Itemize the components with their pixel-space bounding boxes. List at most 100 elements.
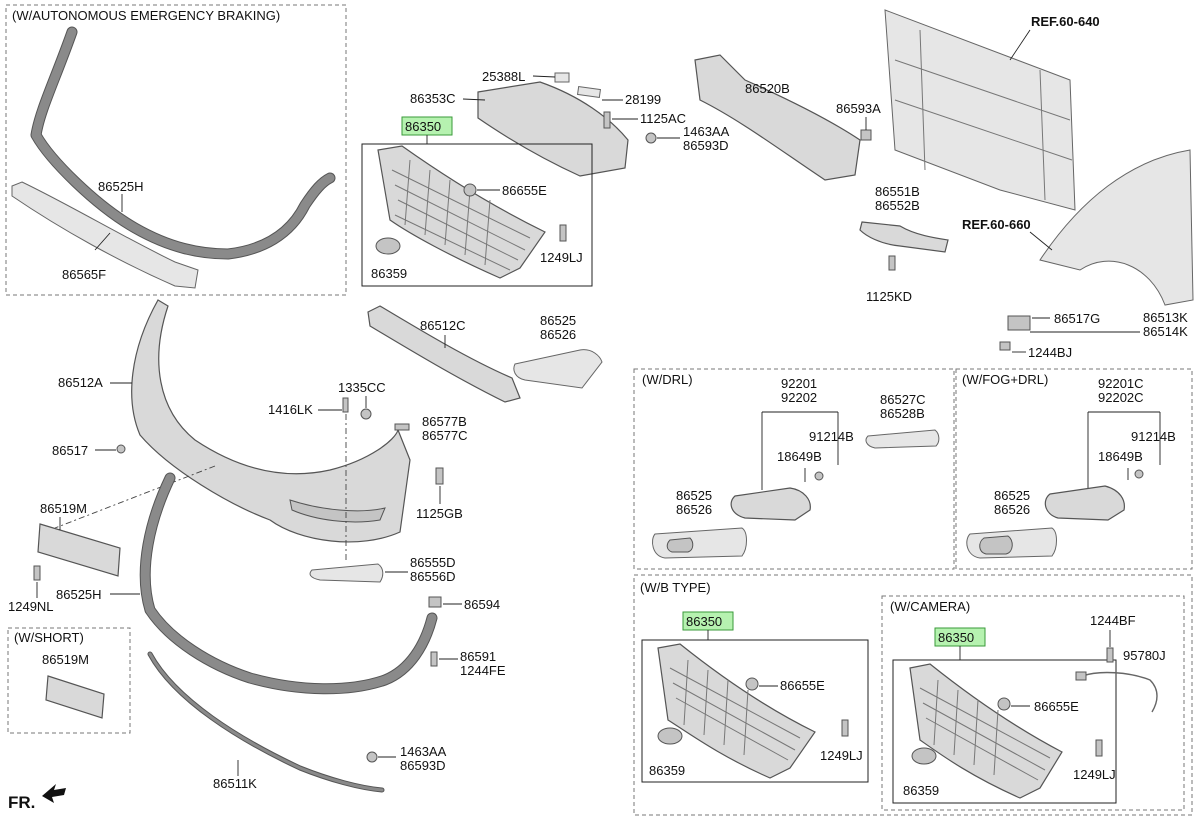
screw-86591-part: [430, 651, 438, 667]
label-86525H-bottom: 86525H: [56, 587, 102, 602]
aeb-section-frame: [5, 4, 347, 296]
camera-section-title: (W/CAMERA): [890, 599, 970, 614]
label-drl-92202: 92202: [781, 390, 817, 405]
camera-screw-1244BF-part: [1106, 647, 1114, 663]
label-1463AA-bottom: 1463AA: [400, 744, 447, 759]
label-86512C: 86512C: [420, 318, 466, 333]
label-86519M: 86519M: [40, 501, 87, 516]
label-cam-86350: 86350: [938, 630, 974, 645]
aeb-section-title: (W/AUTONOMOUS EMERGENCY BRAKING): [12, 8, 280, 23]
drl-lamp-92201-part: [730, 487, 811, 521]
grille-main-part: [377, 145, 546, 279]
label-86359-main: 86359: [371, 266, 407, 281]
fender-ref-60-660-part: [1039, 149, 1194, 306]
label-drl-86525: 86525: [676, 488, 712, 503]
front-direction-arrow-icon: [42, 784, 66, 803]
label-1335CC: 1335CC: [338, 380, 386, 395]
drl-bezel-86525-part: [652, 527, 747, 559]
aeb-lower-strip-part: [11, 181, 199, 289]
bracket-86577B-part: [394, 423, 410, 431]
camera-grille-mesh: [919, 679, 1051, 781]
fog-bulb-91214B-part: [1134, 469, 1144, 479]
fog-lamp-92201C-part: [1044, 485, 1125, 521]
label-btype-86359: 86359: [649, 763, 685, 778]
camera-harness-95780J-part: [1081, 671, 1158, 713]
label-86511K: 86511K: [213, 776, 257, 791]
label-86577C: 86577C: [422, 428, 468, 443]
carrier-ref-60-640-part: [884, 9, 1076, 211]
orientation-front-label: FR.: [8, 793, 35, 812]
label-btype-1249LJ: 1249LJ: [820, 748, 863, 763]
label-25388L: 25388L: [482, 69, 525, 84]
leader-86353C: [462, 98, 486, 101]
label-86512A: 86512A: [58, 375, 103, 390]
camera-clip-86655E-part: [997, 697, 1011, 711]
label-drl-86528B: 86528B: [880, 406, 925, 421]
label-86519M-short: 86519M: [42, 652, 89, 667]
b-type-section-title: (W/B TYPE): [640, 580, 711, 595]
label-86594: 86594: [464, 597, 500, 612]
label-1244BJ: 1244BJ: [1028, 345, 1072, 360]
label-fog-86526: 86526: [994, 502, 1030, 517]
carrier-ref-60-640-detail: [894, 29, 1073, 201]
label-1416LK: 1416LK: [268, 402, 313, 417]
label-86591: 86591: [460, 649, 496, 664]
screw-1244BJ-part: [999, 341, 1011, 351]
label-86353C: 86353C: [410, 91, 456, 106]
ref-60-660: REF.60-660: [962, 217, 1031, 232]
label-86517G: 86517G: [1054, 311, 1100, 326]
btype-grille-box: [641, 639, 869, 783]
label-cam-1244BF: 1244BF: [1090, 613, 1136, 628]
label-1249LJ-main: 1249LJ: [540, 250, 583, 265]
label-fog-18649B: 18649B: [1098, 449, 1143, 464]
label-86593D-top: 86593D: [683, 138, 729, 153]
leader-ref-60-660: [1029, 231, 1053, 251]
leader-fog-92201C: [1087, 411, 1161, 490]
label-28199: 28199: [625, 92, 661, 107]
label-drl-86526: 86526: [676, 502, 712, 517]
grille-main-mesh: [391, 159, 531, 271]
garnish-86555D-part: [309, 563, 384, 583]
bracket-86594-part: [428, 596, 442, 608]
label-86556D: 86556D: [410, 569, 456, 584]
label-1125GB: 1125GB: [416, 506, 463, 521]
label-cam-86359: 86359: [903, 783, 939, 798]
camera-section-frame: [881, 595, 1185, 811]
label-86525-right: 86525: [540, 313, 576, 328]
aeb-bumper-strip-fill: [31, 27, 335, 259]
lower-trim-86511K-part: [147, 651, 385, 793]
nut-1463AA-top-part: [645, 132, 657, 144]
absorber-86520B-part: [694, 54, 861, 181]
label-drl-92201: 92201: [781, 376, 817, 391]
btype-grille-part: [657, 643, 816, 779]
label-86526-right: 86526: [540, 327, 576, 342]
camera-screw-1249LJ-part: [1095, 739, 1103, 757]
label-btype-86655E: 86655E: [780, 678, 825, 693]
grille-main-box: [361, 143, 593, 287]
screw-1249LJ-main-part: [559, 224, 567, 242]
drl-section-title: (W/DRL): [642, 372, 693, 387]
lower-grille-86512C-part: [367, 305, 521, 403]
camera-connector-part: [1075, 671, 1087, 681]
fog-drl-section-title: (W/FOG+DRL): [962, 372, 1048, 387]
btype-screw-1249LJ-part: [841, 719, 849, 737]
label-fog-86525: 86525: [994, 488, 1030, 503]
centerline-86519M: [54, 465, 216, 529]
label-1244FE: 1244FE: [460, 663, 506, 678]
btype-emblem-86359-part: [657, 727, 683, 745]
drl-garnish-86527C-part: [865, 429, 940, 449]
pad-25388L-part: [554, 72, 570, 83]
label-86551B: 86551B: [875, 184, 920, 199]
label-86350-main: 86350: [405, 119, 441, 134]
drl-bulb-91214B-part: [814, 471, 824, 481]
label-cam-1249LJ: 1249LJ: [1073, 767, 1116, 782]
label-86514K: 86514K: [1143, 324, 1188, 339]
bracket-86551B-part: [859, 221, 949, 253]
label-86555D: 86555D: [410, 555, 456, 570]
label-86577B: 86577B: [422, 414, 467, 429]
tape-28199-part: [576, 85, 602, 99]
clip-1416LK-part: [342, 397, 349, 413]
label-drl-18649B: 18649B: [777, 449, 822, 464]
